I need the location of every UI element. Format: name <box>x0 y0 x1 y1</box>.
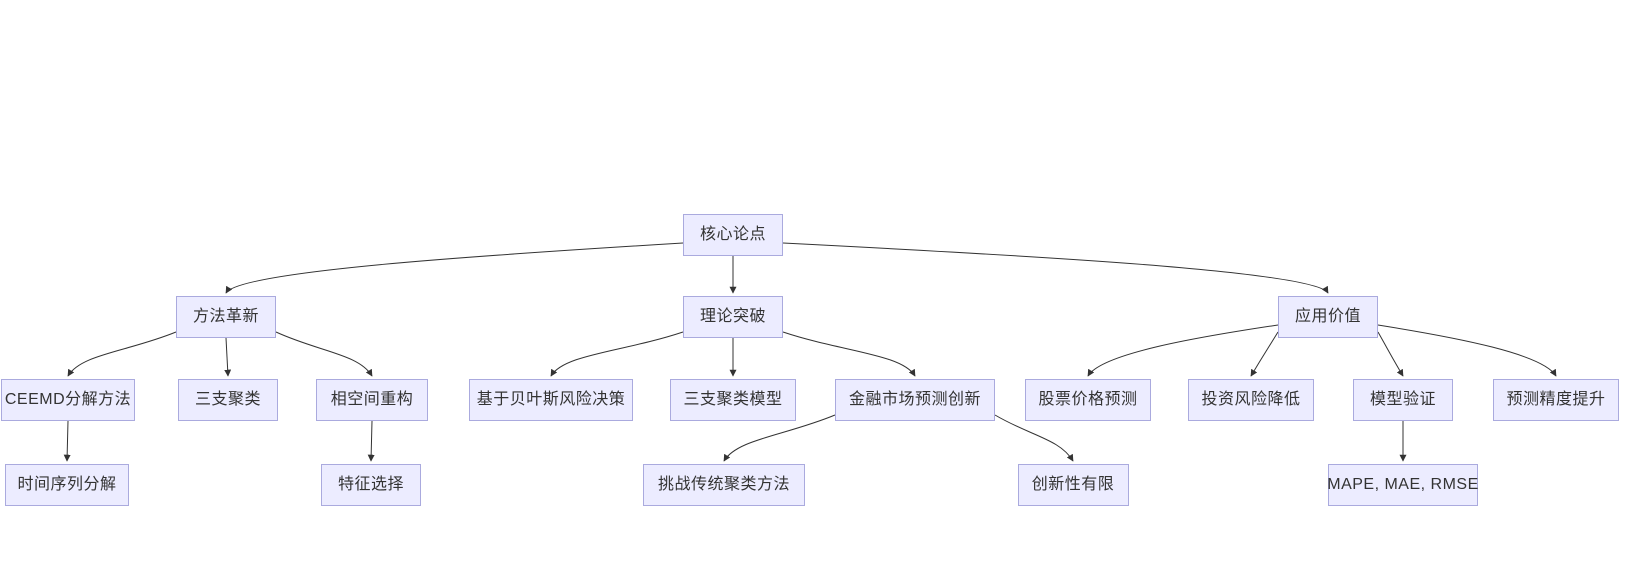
edge-finance-limited <box>994 414 1074 462</box>
node-tsdecomp: 时间序列分解 <box>5 464 129 506</box>
node-stock: 股票价格预测 <box>1025 379 1151 421</box>
edge-method-phase <box>275 331 373 377</box>
edge-core-method <box>225 242 684 294</box>
edge-application-risk <box>1250 331 1279 377</box>
edge-application-stock <box>1087 324 1279 377</box>
edge-application-validation <box>1377 331 1404 377</box>
edge-phase-feature <box>367 420 375 462</box>
edge-core-application <box>782 242 1329 294</box>
node-method: 方法革新 <box>176 296 276 338</box>
edge-theory-bayes <box>550 331 684 377</box>
node-application: 应用价值 <box>1278 296 1378 338</box>
edge-method-threeway <box>224 337 232 377</box>
node-validation: 模型验证 <box>1353 379 1453 421</box>
node-bayes: 基于贝叶斯风险决策 <box>469 379 633 421</box>
node-twcmodel: 三支聚类模型 <box>670 379 796 421</box>
edge-method-ceemd <box>67 331 177 377</box>
node-ceemd: CEEMD分解方法 <box>1 379 135 421</box>
edges-group <box>63 242 1557 462</box>
node-core: 核心论点 <box>683 214 783 256</box>
edge-theory-finance <box>782 331 916 377</box>
node-challenge: 挑战传统聚类方法 <box>643 464 805 506</box>
edge-application-precision <box>1377 324 1557 377</box>
node-feature: 特征选择 <box>321 464 421 506</box>
edge-ceemd-tsdecomp <box>63 420 71 462</box>
node-precision: 预测精度提升 <box>1493 379 1619 421</box>
edge-finance-challenge <box>723 414 836 462</box>
node-metrics: MAPE, MAE, RMSE <box>1327 464 1478 506</box>
node-risk: 投资风险降低 <box>1188 379 1314 421</box>
node-phase: 相空间重构 <box>316 379 428 421</box>
node-limited: 创新性有限 <box>1017 464 1129 506</box>
node-theory: 理论突破 <box>683 296 783 338</box>
node-threeway: 三支聚类 <box>178 379 278 421</box>
node-finance: 金融市场预测创新 <box>835 379 995 421</box>
